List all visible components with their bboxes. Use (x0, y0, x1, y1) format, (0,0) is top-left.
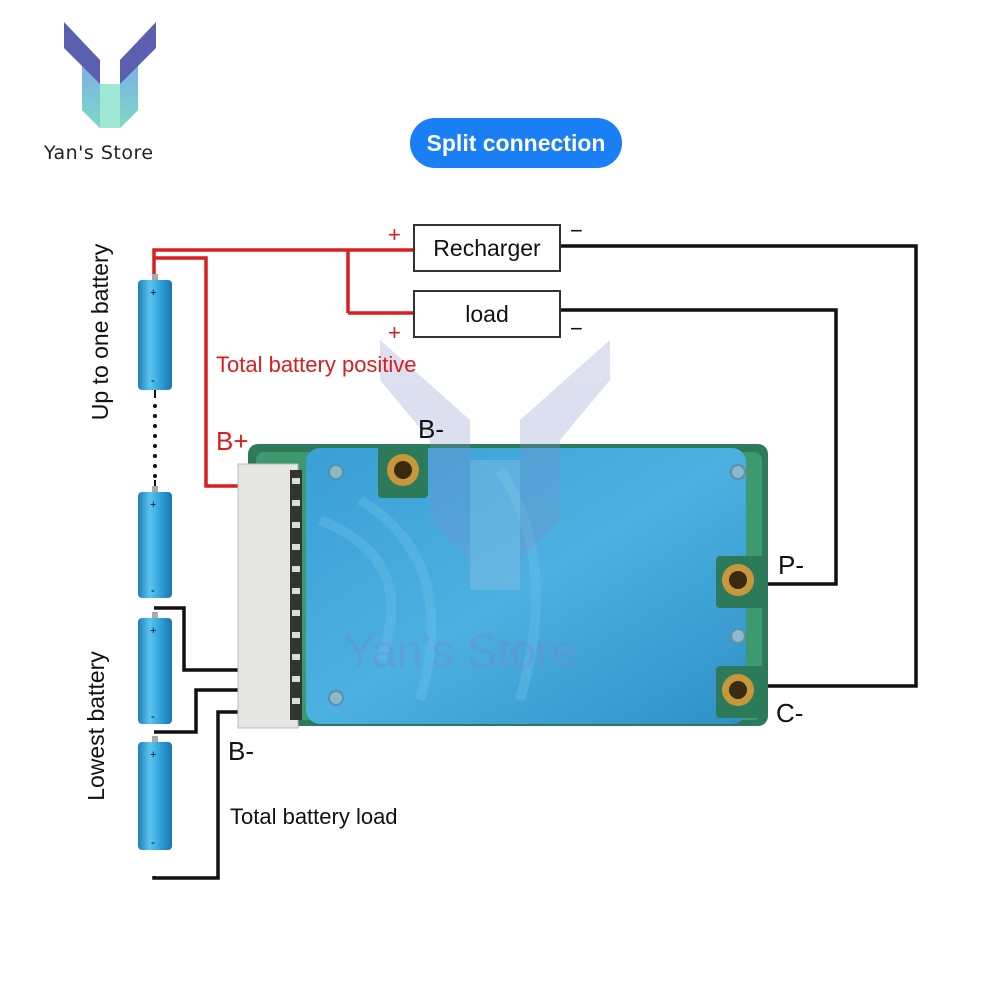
bms-board (237, 444, 768, 729)
svg-text:+: + (150, 625, 156, 637)
up-to-one-battery-label: Up to one battery (87, 243, 113, 421)
load-box: load (413, 290, 561, 338)
battery-cell: + - (138, 612, 172, 724)
b-minus-top-label: B- (418, 414, 444, 444)
lowest-battery-label: Lowest battery (83, 651, 109, 801)
svg-text:-: - (151, 711, 155, 723)
watermark-logo (380, 340, 610, 590)
recharger-box: Recharger (413, 224, 561, 272)
svg-text:+: + (150, 499, 156, 511)
b-minus-bottom-label: B- (228, 736, 254, 766)
battery-cell: + - (138, 736, 172, 850)
battery-cell: + - (138, 274, 172, 390)
split-connection-badge: Split connection (410, 118, 622, 168)
cell-chain-dots (153, 390, 157, 490)
load-minus-sign: − (570, 316, 583, 341)
load-plus-sign: + (388, 320, 401, 345)
svg-text:-: - (151, 837, 155, 849)
brand-name: Yan's Store (44, 142, 154, 164)
svg-text:+: + (150, 287, 156, 299)
recharger-plus-sign: + (388, 222, 401, 247)
negative-wires (152, 244, 918, 880)
svg-text:-: - (151, 375, 155, 387)
svg-text:+: + (150, 749, 156, 761)
battery-cell: + - (138, 486, 172, 598)
p-minus-label: P- (778, 550, 804, 580)
total-battery-positive-label: Total battery positive (216, 352, 417, 377)
watermark-text: Yan's Store (344, 625, 577, 677)
positive-wires (152, 248, 413, 488)
brand-logo (64, 22, 156, 128)
b-plus-label: B+ (216, 426, 249, 456)
total-battery-load-label: Total battery load (230, 804, 398, 829)
svg-text:-: - (151, 585, 155, 597)
c-minus-label: C- (776, 698, 804, 728)
recharger-minus-sign: − (570, 218, 583, 243)
